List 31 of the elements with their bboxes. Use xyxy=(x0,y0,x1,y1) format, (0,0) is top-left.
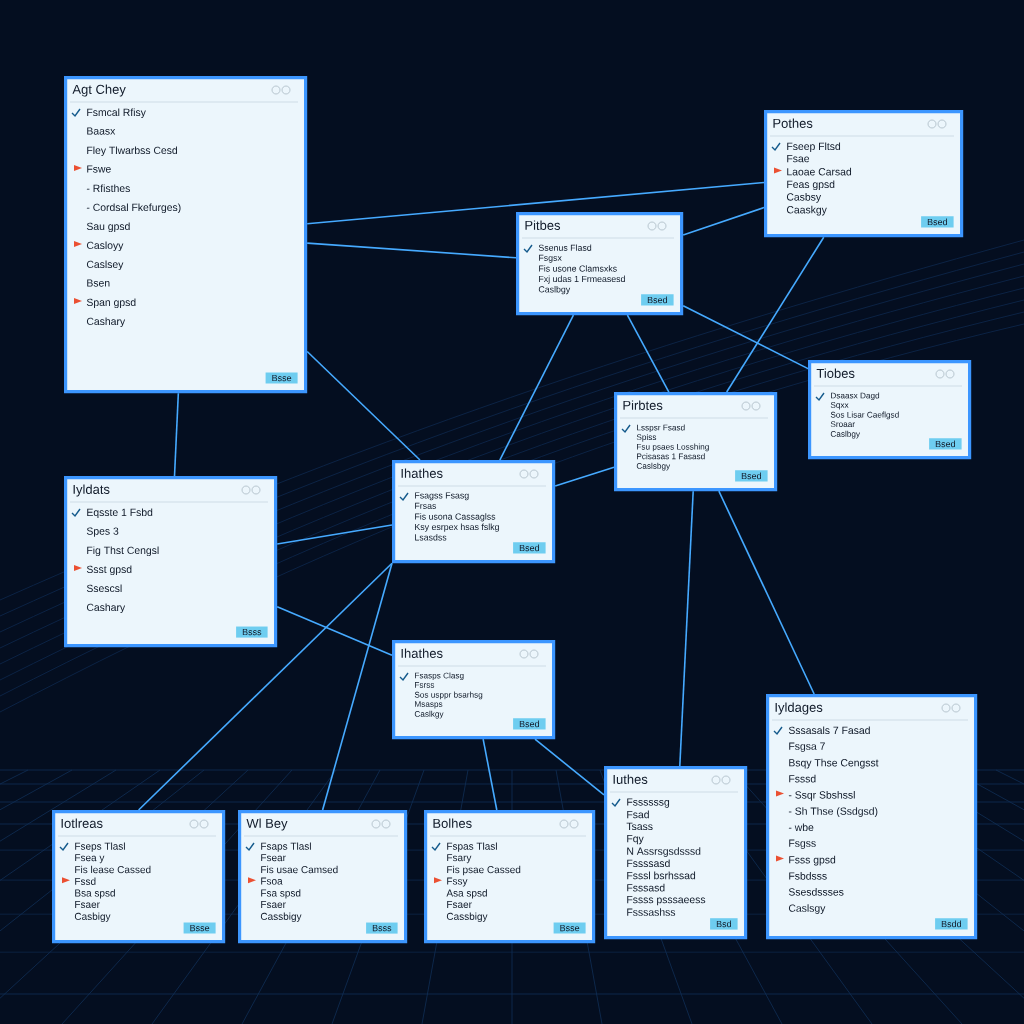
card xyxy=(392,460,556,564)
connector-line xyxy=(276,605,393,656)
connector-line xyxy=(682,206,765,236)
card xyxy=(64,76,308,394)
card xyxy=(764,110,964,238)
card xyxy=(52,810,226,944)
connector-line xyxy=(276,524,393,545)
connector-line xyxy=(534,738,605,796)
connector-line xyxy=(137,562,393,811)
card xyxy=(516,212,684,316)
card xyxy=(808,360,972,460)
card xyxy=(614,392,778,492)
connector-line xyxy=(499,314,575,461)
connector-line xyxy=(306,181,765,225)
connector-line xyxy=(554,466,615,487)
card xyxy=(238,810,408,944)
connector-line xyxy=(321,562,393,811)
card xyxy=(766,694,978,940)
connector-line xyxy=(173,392,180,477)
card xyxy=(392,640,556,740)
card xyxy=(604,766,748,940)
connector-line xyxy=(725,236,825,393)
connector-line xyxy=(482,738,498,811)
connector-line xyxy=(626,314,670,393)
connector-line xyxy=(682,304,809,370)
connector-line xyxy=(679,490,694,767)
card xyxy=(424,810,596,944)
card xyxy=(64,476,278,648)
connector-line xyxy=(306,350,421,461)
connector-line xyxy=(306,242,517,259)
connector-line xyxy=(718,490,815,695)
